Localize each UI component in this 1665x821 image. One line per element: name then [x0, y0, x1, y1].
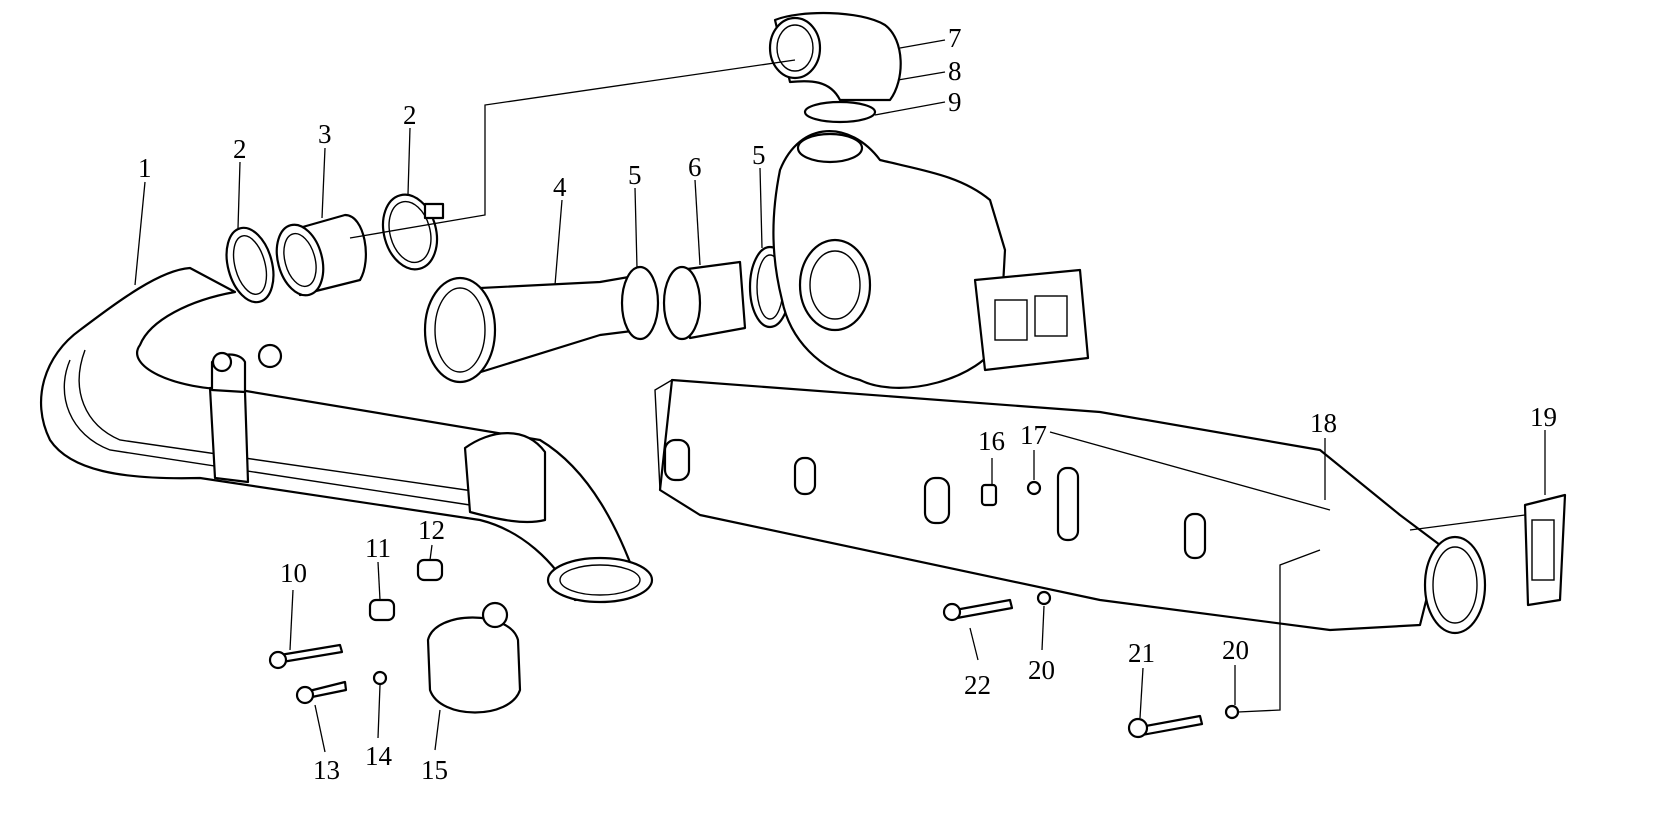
- callout-20: 20: [1028, 655, 1055, 685]
- callout-22: 22: [964, 670, 991, 700]
- leader-lines: [134, 39, 1546, 753]
- callout-9: 9: [948, 87, 962, 117]
- intake-funnel-assembly: [423, 245, 792, 384]
- callout-18: 18: [1310, 408, 1337, 438]
- callout-2: 2: [403, 100, 417, 130]
- callout-11: 11: [365, 533, 391, 563]
- callout-1: 1: [138, 153, 152, 183]
- callout-13: 13: [313, 755, 340, 785]
- callout-21: 21: [1128, 638, 1155, 668]
- turbocharger: [768, 11, 1090, 389]
- callout-10: 10: [280, 558, 307, 588]
- inlet-hose-assembly: [225, 193, 445, 304]
- callout-8: 8: [948, 56, 962, 86]
- callout-5: 5: [752, 140, 766, 170]
- callout-4: 4: [553, 172, 567, 202]
- callout-7: 7: [948, 23, 962, 53]
- callout-20: 20: [1222, 635, 1249, 665]
- callout-labels: 1 2 3 2 4 5 6 5 7 8 9 10 11 12 13 14 15 …: [138, 23, 1557, 785]
- air-pipe: [40, 266, 654, 604]
- exhaust-manifold: [654, 378, 1487, 635]
- callout-17: 17: [1020, 420, 1047, 450]
- fasteners: [268, 480, 1240, 739]
- callout-5: 5: [628, 160, 642, 190]
- callout-19: 19: [1530, 402, 1557, 432]
- callout-6: 6: [688, 152, 702, 182]
- callout-2: 2: [233, 134, 247, 164]
- callout-16: 16: [978, 426, 1005, 456]
- callout-15: 15: [421, 755, 448, 785]
- callout-14: 14: [365, 741, 393, 771]
- callout-12: 12: [418, 515, 445, 545]
- callout-3: 3: [318, 119, 332, 149]
- manifold-gasket: [1523, 493, 1567, 607]
